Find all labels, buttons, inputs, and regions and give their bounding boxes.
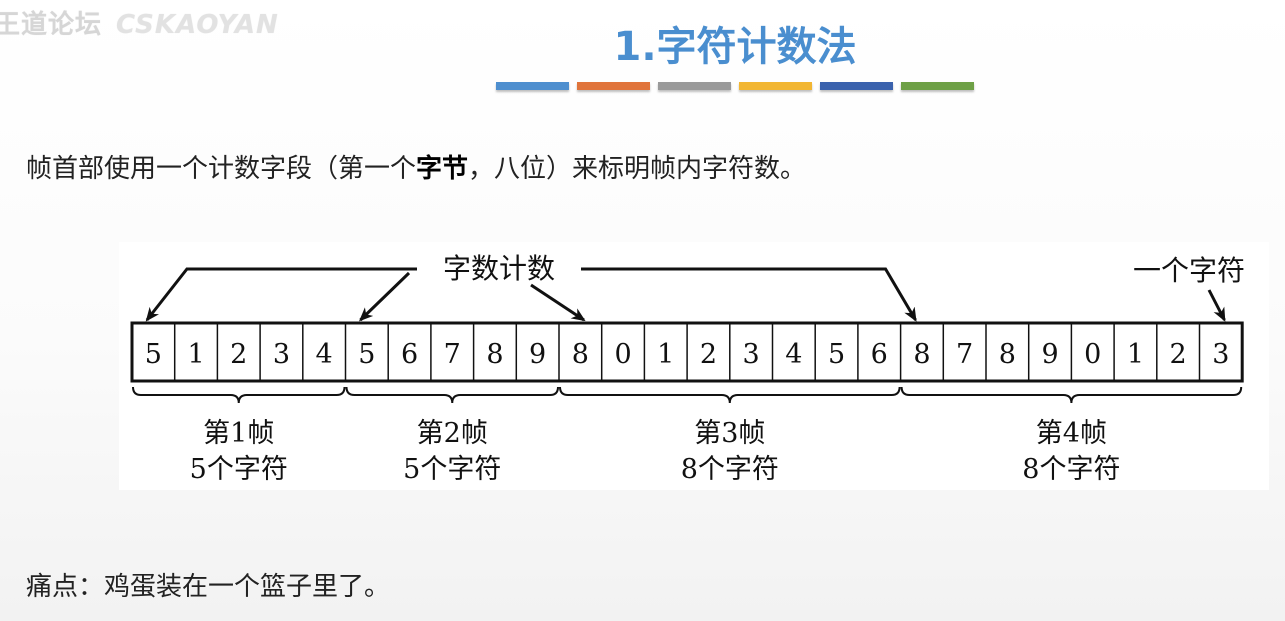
intro-suffix: ，八位）来标明帧内字符数。 [468, 154, 807, 184]
cell-value: 6 [871, 339, 888, 370]
arrow-one-char [1207, 289, 1226, 322]
one-char-label: 一个字符 [1133, 254, 1245, 287]
frame-char-count: 8个字符 [1022, 454, 1120, 485]
frame-char-count: 8个字符 [681, 454, 779, 485]
cell-value: 8 [572, 339, 589, 370]
title-color-bars [496, 82, 974, 90]
cell-value: 8 [913, 339, 930, 370]
cell-value: 1 [187, 339, 204, 370]
frame-name: 第1帧 [203, 418, 274, 449]
color-bar-5 [820, 82, 893, 90]
slide-title: 1.字符计数法 [613, 24, 857, 70]
cell-value: 4 [316, 339, 333, 370]
cell-value: 5 [828, 339, 845, 370]
cell-value: 4 [785, 339, 802, 370]
frame-brace [132, 386, 346, 404]
watermark-sub: CSKAOYAN [116, 10, 279, 40]
cell-value: 9 [529, 339, 546, 370]
color-bar-2 [577, 82, 650, 90]
cell-value: 2 [1170, 339, 1187, 370]
cell-value: 3 [743, 339, 760, 370]
arrow-frame-2 [359, 271, 411, 322]
cell-value: 2 [230, 339, 247, 370]
watermark-text: 王道论坛 [0, 10, 103, 40]
frame-braces: 第1帧 5个字符 第2帧 5个字符 第3帧 8个字符 第4帧 8个字符 [132, 386, 1243, 485]
frame-brace [559, 386, 901, 404]
cell-value: 7 [444, 339, 461, 370]
count-field-label: 字数计数 [443, 252, 555, 285]
frame-brace [900, 386, 1243, 404]
frame-char-count: 5个字符 [403, 454, 501, 485]
cell-value: 5 [358, 339, 375, 370]
cell-value: 8 [999, 339, 1016, 370]
arrow-frame-4 [581, 267, 917, 322]
frame-brace [345, 386, 559, 404]
arrow-frame-1 [145, 267, 417, 322]
intro-prefix: 帧首部使用一个计数字段（第一个 [26, 154, 417, 184]
cell-value: 3 [1212, 339, 1229, 370]
color-bar-6 [901, 82, 974, 90]
arrow-frame-3 [530, 283, 586, 322]
intro-bold: 字节 [416, 154, 469, 184]
cell-value: 3 [273, 339, 290, 370]
cell-value: 2 [700, 339, 717, 370]
cell-value: 1 [1127, 339, 1144, 370]
cell-value: 7 [956, 339, 973, 370]
intro-text: 帧首部使用一个计数字段（第一个字节，八位）来标明帧内字符数。 [26, 148, 806, 185]
frame-name: 第3帧 [694, 418, 765, 449]
frame-char-count: 5个字符 [190, 454, 288, 485]
cell-value: 6 [401, 339, 418, 370]
cell-value: 9 [1041, 339, 1058, 370]
frame-name: 第2帧 [417, 418, 488, 449]
count-arrows [145, 267, 1226, 322]
cell-value: 5 [145, 339, 162, 370]
color-bar-4 [739, 82, 812, 90]
cell-value: 0 [614, 339, 631, 370]
cell-value: 0 [1084, 339, 1101, 370]
color-bar-1 [496, 82, 569, 90]
color-bar-3 [658, 82, 731, 90]
watermark: 王道论坛 CSKAOYAN [0, 4, 279, 41]
frame-name: 第4帧 [1036, 418, 1107, 449]
cell-value: 8 [486, 339, 503, 370]
cell-value: 1 [657, 339, 674, 370]
pain-point-text: 痛点：鸡蛋装在一个篮子里了。 [26, 572, 391, 602]
